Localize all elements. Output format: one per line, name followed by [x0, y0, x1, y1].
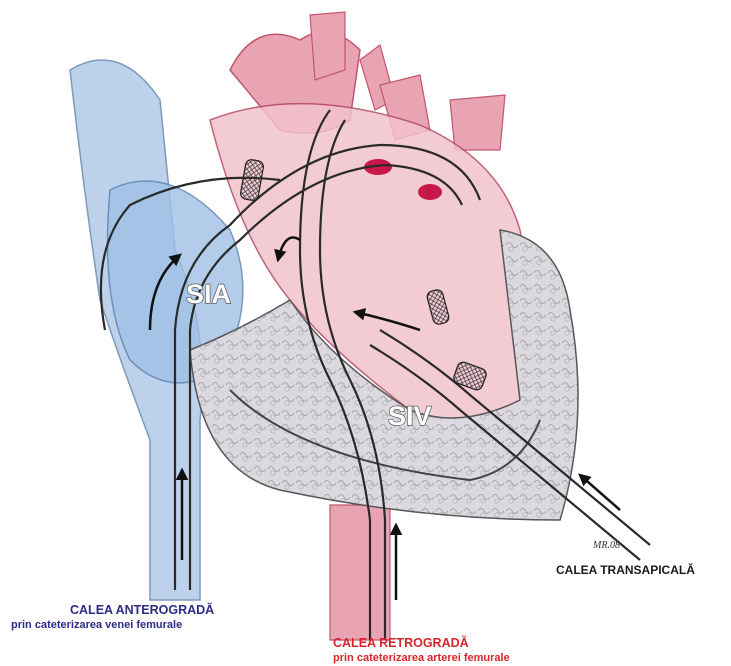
- artist-signature: MR.08: [592, 540, 620, 551]
- pulmonary-vein-ostium: [418, 184, 442, 200]
- retrograde-route-subtitle: prin cateterizarea arterei femurale: [333, 652, 510, 664]
- sia-label: SIA: [186, 279, 231, 309]
- transapical-route-title: CALEA TRANSAPICALĂ: [556, 563, 695, 577]
- siv-label: SIV: [388, 401, 432, 431]
- retrograde-route-title: CALEA RETROGRADĂ: [333, 636, 469, 650]
- antegrade-route-title: CALEA ANTEROGRADĂ: [70, 603, 214, 617]
- antegrade-route-subtitle: prin cateterizarea venei femurale: [11, 619, 182, 631]
